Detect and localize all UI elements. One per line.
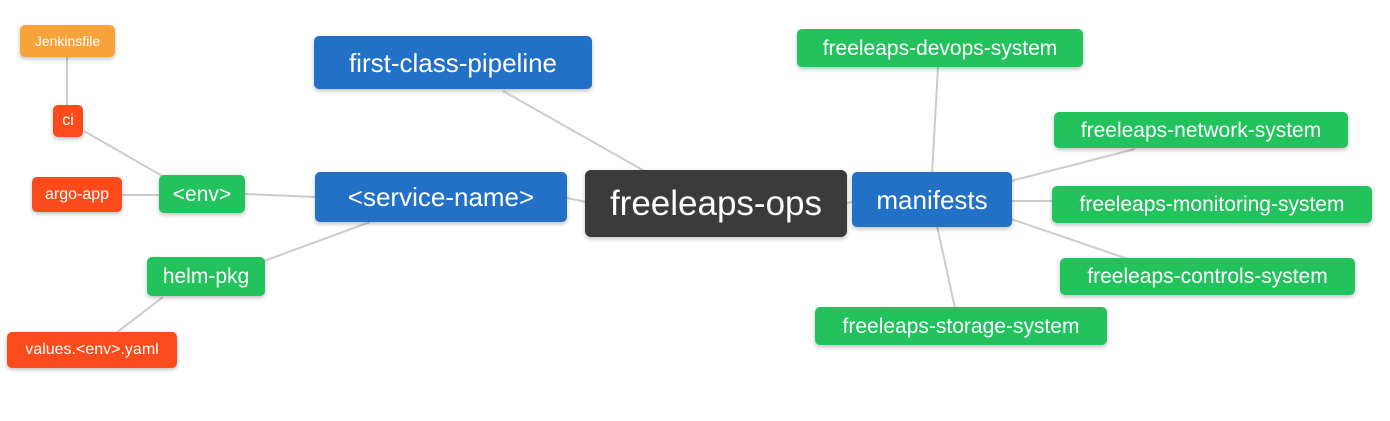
- node-freeleaps-ops[interactable]: freeleaps-ops: [585, 170, 847, 237]
- node-ci[interactable]: ci: [53, 105, 83, 137]
- node-env[interactable]: <env>: [159, 175, 245, 213]
- node-values-env-yaml[interactable]: values.<env>.yaml: [7, 332, 177, 368]
- edge-pipeline-ops: [502, 90, 649, 174]
- edge-env-service-name: [244, 193, 317, 198]
- edge-manifests-devops: [931, 66, 939, 175]
- edge-manifests-network: [1010, 148, 1136, 182]
- edge-helm-pkg-service-name: [263, 221, 371, 262]
- node-argo-app[interactable]: argo-app: [32, 177, 122, 212]
- edge-values-helm-pkg: [115, 296, 164, 334]
- node-freeleaps-monitoring-system[interactable]: freeleaps-monitoring-system: [1052, 186, 1372, 223]
- node-freeleaps-storage-system[interactable]: freeleaps-storage-system: [815, 307, 1107, 345]
- edge-service-name-ops: [566, 197, 587, 203]
- edge-manifests-storage: [936, 225, 956, 309]
- node-manifests[interactable]: manifests: [852, 172, 1012, 227]
- edge-manifests-controls: [1010, 218, 1129, 260]
- node-freeleaps-network-system[interactable]: freeleaps-network-system: [1054, 112, 1348, 148]
- node-freeleaps-devops-system[interactable]: freeleaps-devops-system: [797, 29, 1083, 67]
- node-first-class-pipeline[interactable]: first-class-pipeline: [314, 36, 592, 89]
- node-service-name[interactable]: <service-name>: [315, 172, 567, 222]
- node-helm-pkg[interactable]: helm-pkg: [147, 257, 265, 296]
- node-freeleaps-controls-system[interactable]: freeleaps-controls-system: [1060, 258, 1355, 295]
- node-jenkinsfile[interactable]: Jenkinsfile: [20, 25, 115, 57]
- edge-ci-env: [83, 130, 165, 178]
